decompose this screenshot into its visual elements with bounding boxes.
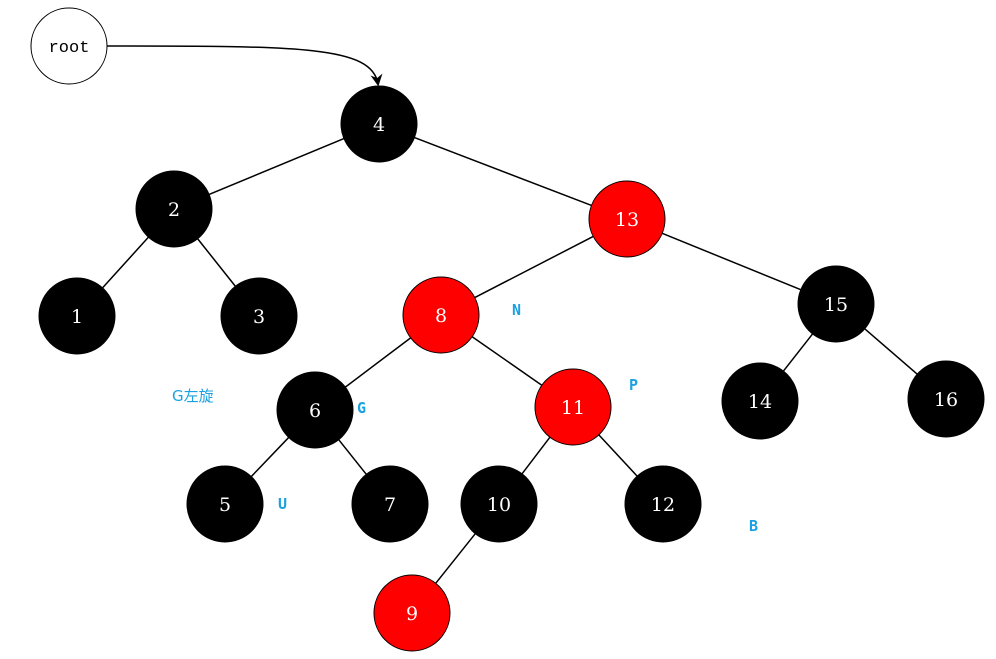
annotation-rotation-note: G左旋: [172, 387, 214, 405]
node-label: 2: [168, 199, 180, 221]
tree-node-14: 14: [721, 362, 799, 440]
node-label: 5: [219, 494, 231, 516]
node-label: 7: [384, 494, 396, 516]
black-node-circle: [340, 85, 418, 163]
black-node-circle: [220, 277, 298, 355]
black-node-circle: [624, 465, 702, 543]
node-label: 3: [253, 306, 265, 328]
edge-n10-n9: [435, 533, 476, 584]
black-node-circle: [907, 360, 985, 438]
tree-node-1: 1: [38, 277, 116, 355]
annotation-n: N: [512, 301, 521, 319]
node-label: 15: [824, 294, 848, 316]
node-label: 11: [561, 397, 585, 419]
edge-n15-n16: [864, 328, 918, 375]
node-label: 16: [934, 389, 958, 411]
tree-node-2: 2: [135, 170, 213, 248]
tree-node-8: 8: [402, 276, 480, 354]
edge-n15-n14: [782, 333, 814, 372]
annotation-g: G: [357, 399, 366, 417]
tree-node-3: 3: [220, 277, 298, 355]
red-node-circle: [402, 276, 480, 354]
node-label: 4: [373, 114, 385, 136]
tree-node-4: 4: [340, 85, 418, 163]
node-label: 1: [71, 306, 83, 328]
annotation-b: B: [749, 517, 758, 535]
tree-node-15: 15: [797, 265, 875, 343]
edge-n4-n13: [414, 136, 592, 207]
tree-node-12: 12: [624, 465, 702, 543]
tree-edges: [101, 136, 918, 584]
node-label: 6: [309, 400, 321, 422]
root-label: root: [49, 39, 90, 58]
tree-node-10: 10: [460, 465, 538, 543]
node-label: 8: [435, 305, 447, 327]
edge-n11-n12: [598, 434, 638, 477]
edge-n2-n1: [101, 236, 150, 289]
node-label: 9: [406, 603, 418, 625]
edge-n6-n7: [338, 439, 367, 475]
black-node-circle: [460, 465, 538, 543]
edge-n13-n8: [474, 235, 594, 299]
black-node-circle: [186, 465, 264, 543]
annotation-p: P: [629, 376, 638, 394]
edge-n8-n6: [344, 337, 412, 388]
black-node-circle: [351, 465, 429, 543]
black-node-circle: [797, 265, 875, 343]
red-node-circle: [534, 368, 612, 446]
tree-node-7: 7: [351, 465, 429, 543]
black-node-circle: [135, 170, 213, 248]
root-circle: [30, 7, 108, 85]
root-pointer-arrow: [106, 45, 383, 87]
edge-n6-n5: [250, 436, 290, 478]
node-label: 13: [615, 209, 639, 231]
edge-n2-n3: [197, 238, 236, 287]
tree-node-6: 6: [276, 371, 354, 449]
edge-n8-n11: [471, 336, 543, 386]
tree-node-11: 11: [534, 368, 612, 446]
tree-node-16: 16: [907, 360, 985, 438]
edge-n4-n2: [208, 137, 345, 196]
node-label: 12: [651, 494, 675, 516]
black-node-circle: [276, 371, 354, 449]
red-node-circle: [588, 180, 666, 258]
edge-n11-n10: [521, 436, 551, 475]
tree-node-9: 9: [373, 574, 451, 652]
node-label: 14: [748, 391, 772, 413]
black-node-circle: [721, 362, 799, 440]
edge-n13-n15: [661, 232, 802, 291]
tree-node-5: 5: [186, 465, 264, 543]
annotation-u: U: [278, 495, 287, 513]
tree-node-13: 13: [588, 180, 666, 258]
red-node-circle: [373, 574, 451, 652]
black-node-circle: [38, 277, 116, 355]
root-pointer-node: root: [30, 7, 108, 85]
node-label: 10: [487, 494, 511, 516]
